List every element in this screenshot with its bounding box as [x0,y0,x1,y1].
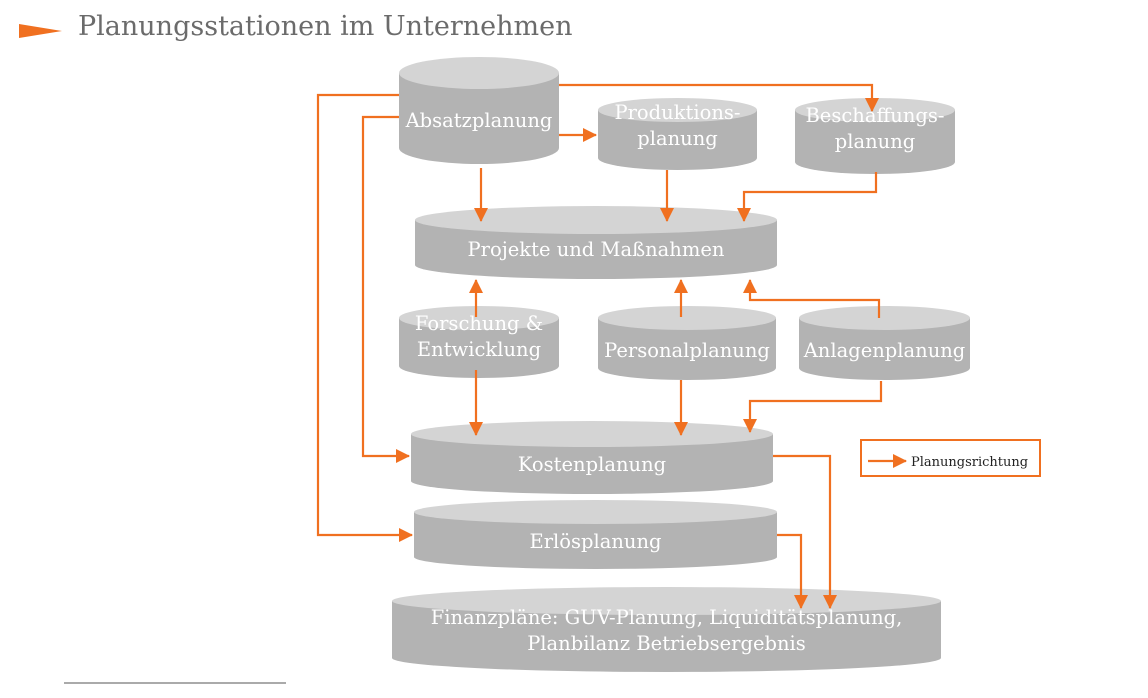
node-beschaffung-body [795,110,955,174]
node-beschaffung-label-2: planung [835,130,916,153]
legend: Planungsrichtung [860,439,1041,477]
node-anlagen: Anlagenplanung [799,306,970,380]
node-produktion-label-1: Produktions- [614,101,740,124]
node-personal-top [598,306,776,330]
node-kosten: Kostenplanung [411,421,773,494]
arrow-kosten-to-finanz [773,454,837,609]
node-forschung-body [399,318,559,378]
page-title: Planungsstationen im Unternehmen [78,11,573,42]
node-projekte-label-1: Projekte und Maßnahmen [468,238,725,261]
node-erloes: Erlösplanung [414,500,777,569]
arrow-absatz-to-kosten [361,115,410,463]
arrow-absatz-to-beschaffung [559,83,879,112]
node-anlagen-label-1: Anlagenplanung [803,339,966,362]
node-forschung-top [399,306,559,330]
node-projekte: Projekte und Maßnahmen [415,206,777,279]
node-erloes-top [414,500,777,524]
arrow-beschaffung-to-projekte [737,172,878,222]
title-arrow-icon [19,24,62,38]
node-produktion-top [598,98,757,122]
node-forschung-label-2: Entwicklung [417,338,541,361]
node-projekte-top [415,206,777,234]
node-produktion-body [598,110,757,170]
node-absatz-top [399,57,559,89]
node-produktion-label-2: planung [637,127,718,150]
node-forschung-label-1: Forschung & [415,312,543,335]
node-finanz: Finanzpläne: GUV-Planung, Liquiditätspla… [392,587,941,673]
node-erloes-body [414,512,777,569]
node-personal-label-1: Personalplanung [604,339,770,362]
node-projekte-body [415,220,777,279]
node-personal-body [598,318,776,380]
node-produktion: Produktions-planung [598,98,757,170]
node-erloes-label-1: Erlösplanung [529,530,661,553]
node-kosten-body [411,434,773,494]
node-finanz-body [392,601,941,673]
node-beschaffung: Beschaffungs-planung [795,98,955,174]
node-anlagen-body [799,318,970,380]
node-finanz-label-2: Planbilanz Betriebsergebnis [527,632,806,655]
arrow-anlagen-to-kosten [743,381,883,433]
node-anlagen-top [799,306,970,330]
legend-box [860,439,1041,477]
arrow-erloes-to-finanz [777,533,808,609]
node-kosten-label-1: Kostenplanung [518,453,666,476]
node-beschaffung-label-1: Beschaffungs- [805,104,944,127]
arrow-anlagen-to-projekte [743,279,881,318]
legend-label: Planungsrichtung [911,455,1028,470]
node-forschung: Forschung & Entwicklung [399,306,559,378]
node-finanz-label-1: Finanzpläne: GUV-Planung, Liquiditätspla… [431,606,903,629]
node-absatz: Absatzplanung [399,57,559,164]
node-personal: Personalplanung [598,306,776,380]
node-absatz-label-1: Absatzplanung [405,109,553,132]
node-absatz-body [399,73,559,164]
arrow-absatz-to-erloes [316,93,413,542]
node-kosten-top [411,421,773,447]
